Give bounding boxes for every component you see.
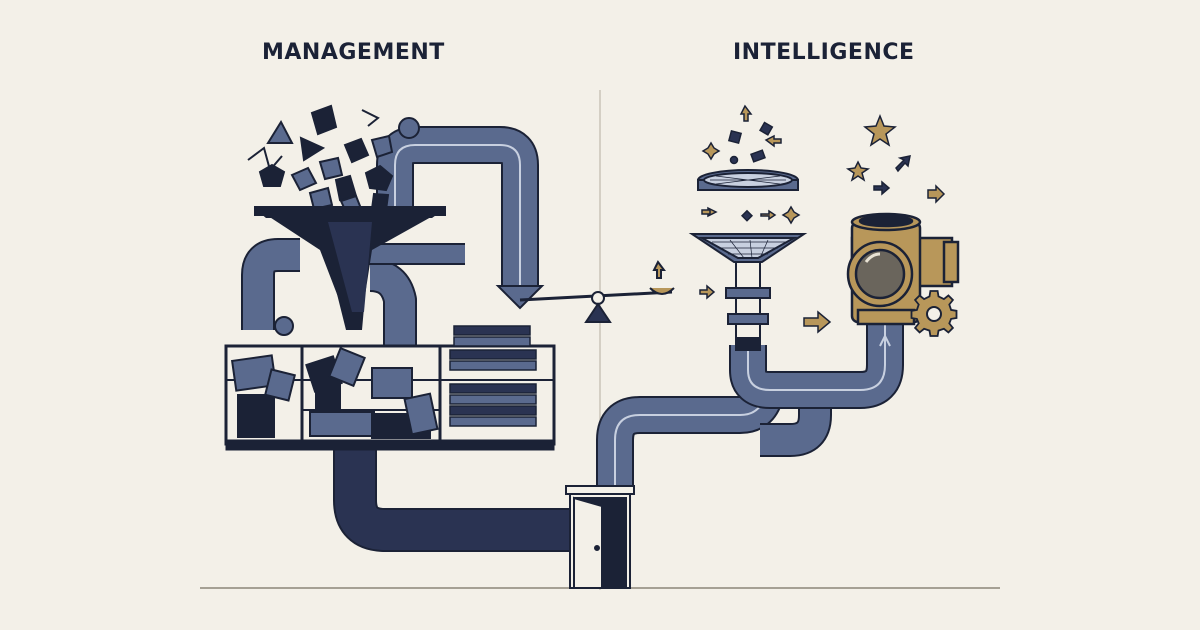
gear-icon (910, 290, 958, 337)
arrow-icon (699, 104, 946, 334)
down-arrow-icon (495, 285, 545, 310)
door-icon (565, 485, 635, 589)
filing-shelf-icon (224, 325, 556, 451)
up-arrow-icon (879, 333, 891, 347)
sieve-funnel-icon (688, 233, 808, 351)
intelligence-title: INTELLIGENCE (733, 40, 915, 65)
scribble-line (361, 109, 380, 127)
funnel-icon (254, 206, 446, 330)
balance-scale-icon (519, 287, 675, 323)
valve-icon (846, 212, 960, 326)
arrow-icon (873, 155, 911, 196)
sieve-icon (697, 169, 799, 191)
pipe-icon (241, 126, 904, 552)
management-title: MANAGEMENT (262, 40, 445, 65)
scribble-line (247, 146, 283, 173)
up-arrow-icon (652, 260, 666, 279)
